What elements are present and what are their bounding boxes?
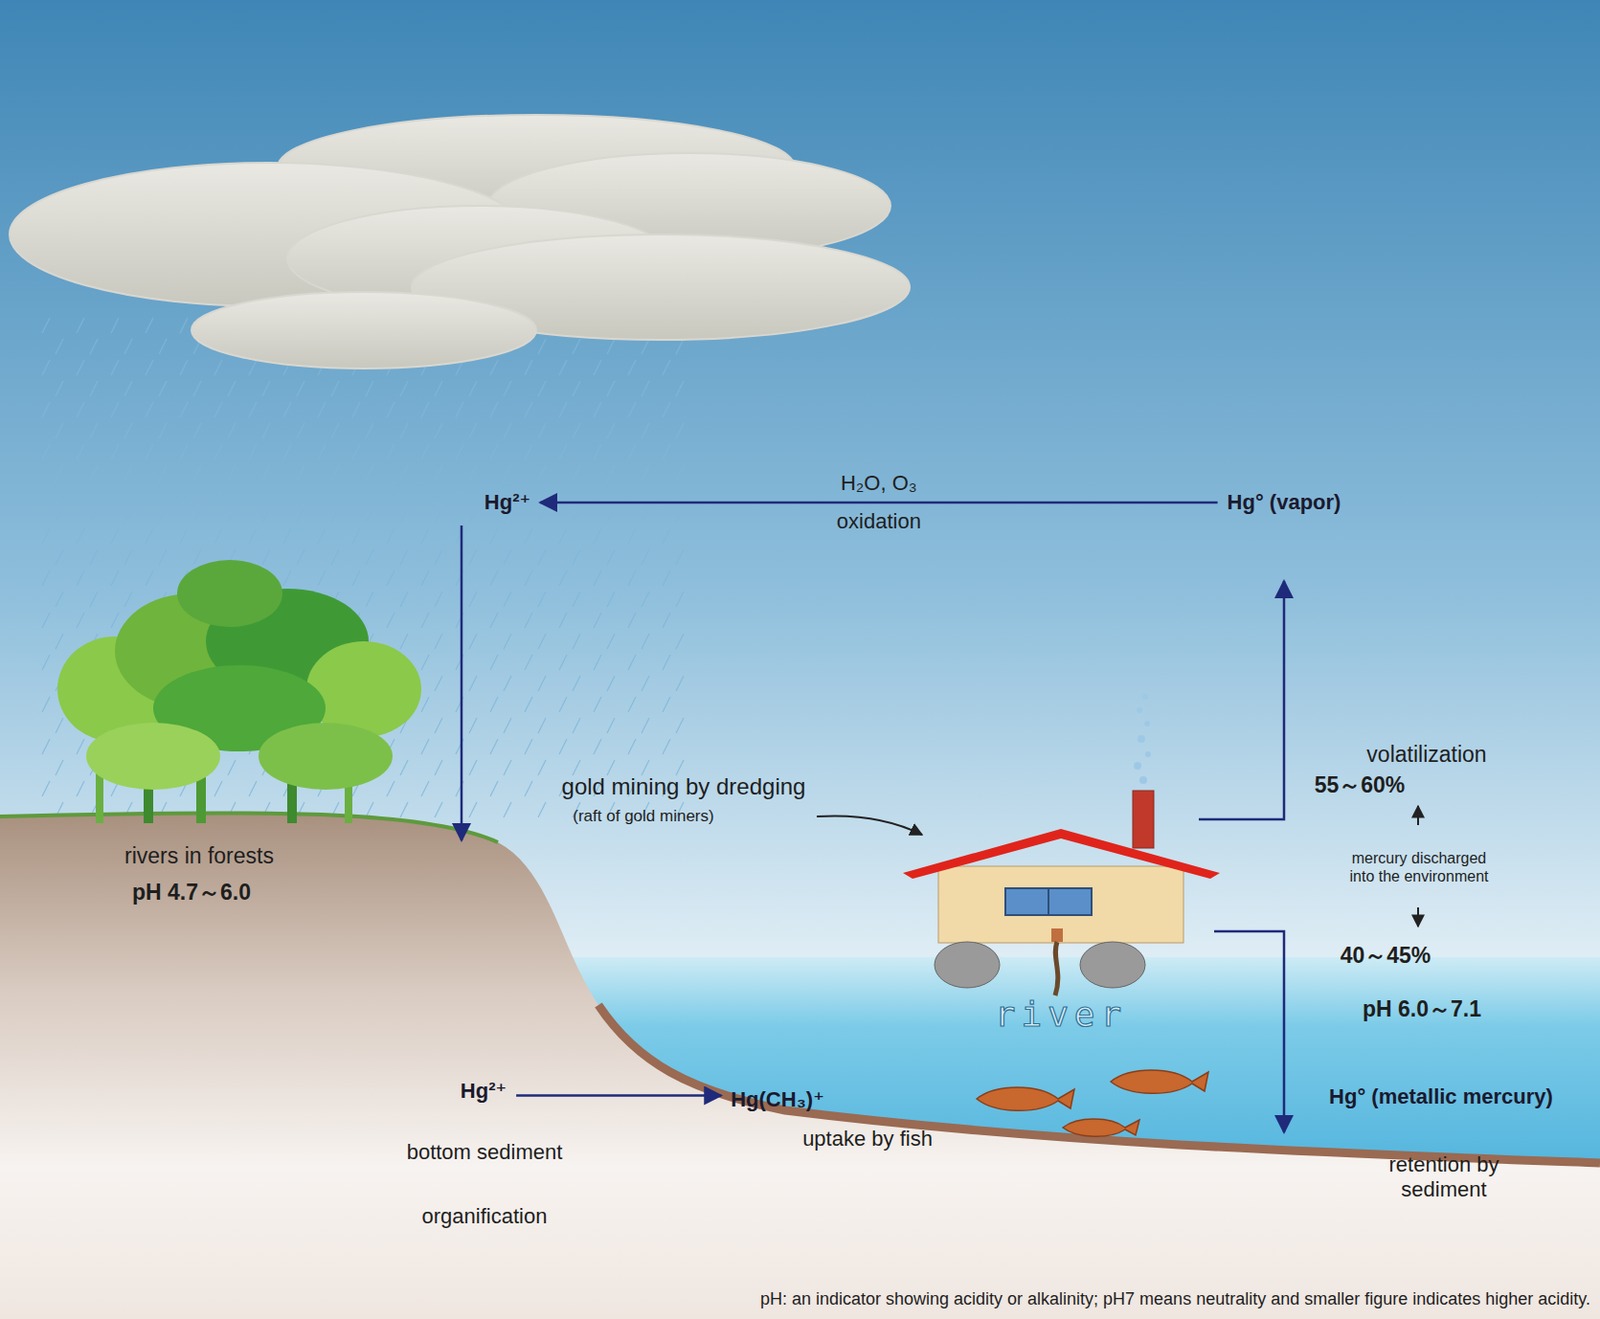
edge-label: H₂O, O₃ oxidation	[816, 464, 942, 541]
region-label: rivers in forests	[124, 843, 274, 871]
callout-note: (raft of gold miners)	[572, 807, 714, 827]
process-label: organification	[422, 1204, 548, 1230]
mercury-vapor-label: Hg° (vapor)	[1223, 488, 1346, 518]
mercury-ion-label: Hg²⁺	[480, 488, 535, 518]
process-note: mercury discharged into the environment	[1341, 849, 1497, 886]
node-text: Hg²⁺	[484, 490, 531, 516]
flow-arrow	[540, 501, 1217, 505]
process-label: retention by sediment	[1372, 1152, 1516, 1204]
ph-value: pH 6.0～7.1	[1362, 996, 1482, 1024]
process-label: volatilization	[1366, 742, 1487, 769]
mercury-ion-label: Hg²⁺	[456, 1077, 511, 1106]
footnote: pH: an indicator showing acidity or alka…	[760, 1289, 1591, 1311]
metallic-mercury-label: Hg° (metallic mercury)	[1325, 1082, 1557, 1112]
region-label: bottom sediment	[406, 1140, 564, 1166]
node-text: Hg²⁺	[460, 1079, 507, 1105]
callout-label: gold mining by dredging	[562, 773, 807, 802]
river-label: river	[994, 993, 1127, 1036]
methylmercury-label: Hg(CH₃)⁺	[726, 1085, 829, 1115]
node-text: Hg° (metallic mercury)	[1329, 1084, 1554, 1110]
node-text: Hg(CH₃)⁺	[730, 1087, 825, 1113]
node-text: Hg° (vapor)	[1227, 490, 1342, 516]
percentage: 55～60%	[1314, 772, 1406, 800]
percentage: 40～45%	[1340, 943, 1432, 970]
flow-arrow	[516, 1094, 722, 1098]
ph-value: pH 4.7～6.0	[132, 879, 251, 907]
process-label: uptake by fish	[802, 1126, 933, 1152]
